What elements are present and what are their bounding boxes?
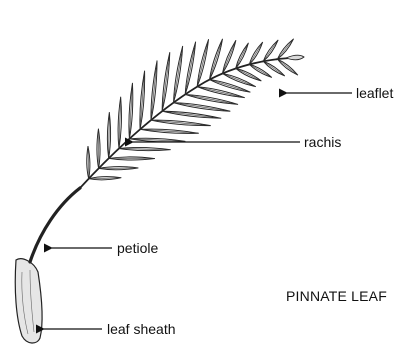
leaflet-midrib (185, 42, 195, 95)
rachis-label: rachis (304, 134, 341, 150)
leaflet-midrib (162, 52, 170, 111)
leaflet-midrib (197, 39, 208, 86)
petiole-stalk (30, 188, 80, 262)
leaflet-midrib (173, 103, 230, 112)
diagram-title: PINNATE LEAF (286, 288, 387, 304)
leaflet-midrib (151, 61, 157, 121)
leaflet-midrib (263, 40, 278, 61)
leaflet-label: leaflet (356, 85, 393, 101)
leaf-sheath-label: leaf sheath (107, 321, 176, 337)
petiole-label: petiole (117, 240, 158, 256)
leaflet-midrib (173, 46, 182, 103)
terminal-leaflet-shape (286, 55, 304, 60)
leaflet-midrib (162, 111, 221, 118)
leaf-sheath-shape (15, 259, 42, 343)
